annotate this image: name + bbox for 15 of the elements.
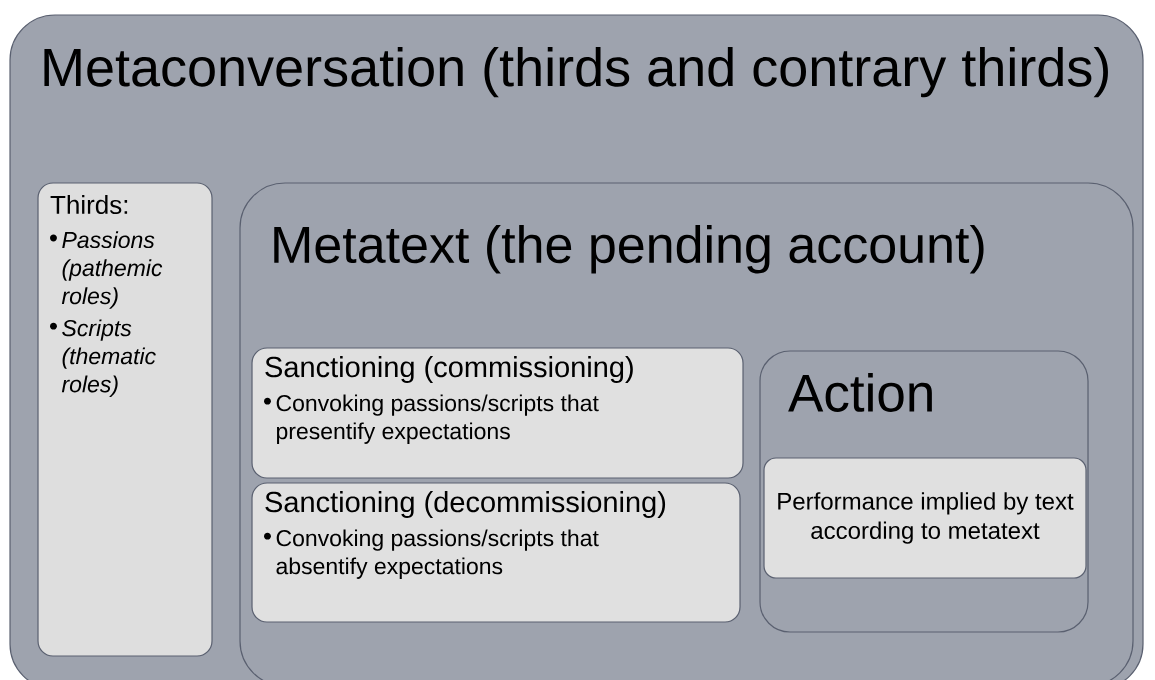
bullet-item: Convoking passions/scripts that absentify expectations: [276, 529, 599, 579]
bullet-item: Convoking passions/scripts that presentify expectations: [276, 394, 599, 444]
bullet-item: Passions (pathemic roles): [61, 231, 163, 309]
heading: Thirds:: [50, 195, 128, 215]
heading: Metatext (the pending account): [274, 225, 984, 274]
rounded-box: [251, 482, 741, 623]
heading: Sanctioning (decommissioning): [265, 491, 666, 519]
rounded-box: [37, 182, 213, 657]
rounded-box: [251, 347, 744, 479]
bullet-item: Scripts (thematic roles): [61, 319, 156, 397]
heading: Metaconversation (thirds and contrary thirds): [44, 47, 1108, 98]
rounded-box: [763, 457, 1087, 579]
heading: Sanctioning (commissioning): [265, 356, 633, 384]
heading: Action: [788, 373, 932, 412]
body-text: Performance implied by text according to metatext: [778, 492, 1074, 544]
